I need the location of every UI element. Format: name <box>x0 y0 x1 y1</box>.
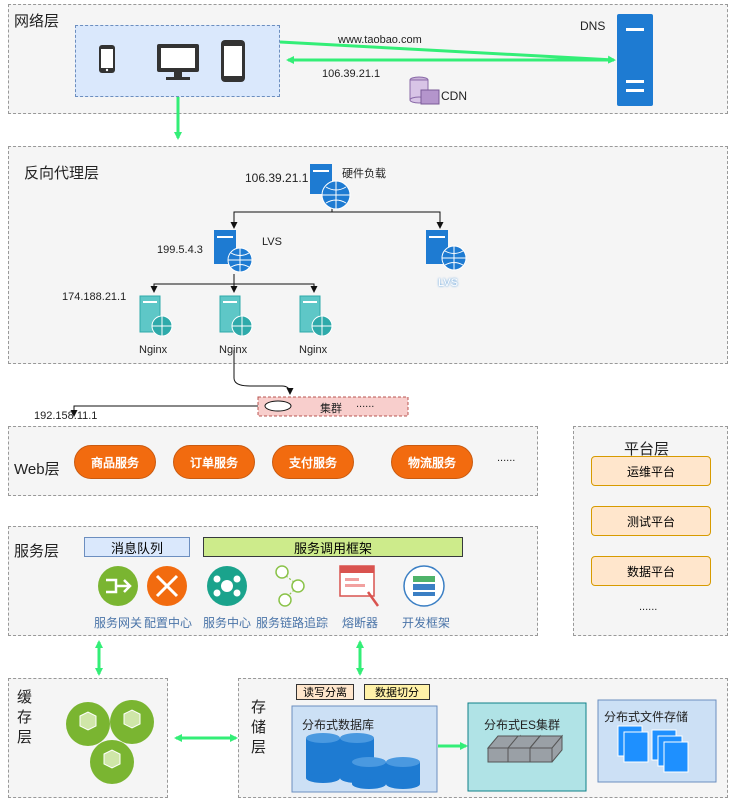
nginx-ip: 174.188.21.1 <box>62 291 127 303</box>
db-label: 分布式数据库 <box>302 718 375 732</box>
logistics-service-pill[interactable]: 物流服务 <box>391 445 473 479</box>
config-center-icon <box>147 566 187 606</box>
service-center-label: 服务中心 <box>203 616 252 630</box>
resolved-ip: 106.39.21.1 <box>322 68 381 80</box>
nginx-server-icon <box>299 295 333 337</box>
platform-more-dots: ...... <box>639 601 658 613</box>
cache-layer-title: 缓存层 <box>17 689 33 746</box>
gateway-label: 服务网关 <box>94 616 143 630</box>
lvs-to-nginx3-connector <box>234 283 318 293</box>
web-more-dots: ...... <box>497 452 516 464</box>
product-service-pill[interactable]: 商品服务 <box>74 445 156 479</box>
cdn-icon <box>409 76 440 105</box>
dns-request-arrow <box>279 40 616 64</box>
lvs-server-icon <box>214 230 253 273</box>
lvs-ip: 199.5.4.3 <box>157 244 203 256</box>
lvs-to-nginx-connector <box>150 274 235 293</box>
hw-ip: 106.39.21.1 <box>245 171 309 185</box>
proxy-layer-title: 反向代理层 <box>24 165 100 182</box>
ops-platform[interactable]: 运维平台 <box>591 456 711 486</box>
dns-server-icon <box>617 14 653 106</box>
storage-layer-title: 存储层 <box>251 699 267 756</box>
smartphone-icon <box>221 40 245 82</box>
phone-icon <box>99 45 115 73</box>
nginx-to-cluster-connector <box>233 350 294 395</box>
rw-split-tag: 读写分离 <box>296 684 354 700</box>
file-storage-icon <box>617 725 689 773</box>
test-platform[interactable]: 测试平台 <box>591 506 711 536</box>
cache-cubes-icon <box>66 700 154 784</box>
tracing-icon <box>275 565 305 607</box>
monitor-icon <box>157 44 199 80</box>
data-platform[interactable]: 数据平台 <box>591 556 711 586</box>
cluster-label: 集群 <box>320 403 342 415</box>
fs-label: 分布式文件存储 <box>604 710 689 724</box>
hw-to-lvs2-connector <box>332 211 444 229</box>
cluster-ellipse-icon <box>264 400 292 412</box>
message-queue-tag: 消息队列 <box>84 537 190 557</box>
platform-layer-title: 平台层 <box>624 441 670 458</box>
hw-to-lvs-connector <box>230 200 333 229</box>
circuit-breaker-icon <box>339 565 380 607</box>
nginx-server-icon <box>219 295 253 337</box>
payment-service-pill[interactable]: 支付服务 <box>272 445 354 479</box>
dev-framework-label: 开发框架 <box>402 616 451 630</box>
nginx-label: Nginx <box>139 344 168 356</box>
order-service-pill[interactable]: 订单服务 <box>173 445 255 479</box>
cdn-label: CDN <box>441 89 467 103</box>
web-layer-title: Web层 <box>14 461 60 478</box>
sharding-tag: 数据切分 <box>364 684 430 700</box>
cluster-dots: ...... <box>356 398 375 410</box>
es-label: 分布式ES集群 <box>484 718 561 732</box>
config-center-label: 配置中心 <box>144 616 193 630</box>
cluster-to-ip-connector <box>70 405 258 417</box>
hardware-lb-server-icon <box>310 164 351 210</box>
dns-label: DNS <box>580 19 606 33</box>
lvs-server-2-icon <box>426 230 467 271</box>
cluster-box <box>257 396 409 417</box>
service-center-icon <box>207 566 247 606</box>
circuit-breaker-label: 熔断器 <box>342 616 379 630</box>
proxy-layer <box>8 146 728 364</box>
tracing-label: 服务链路追踪 <box>256 616 329 630</box>
nginx-label: Nginx <box>299 344 328 356</box>
nginx-server-icon <box>139 295 173 337</box>
dev-framework-icon <box>403 565 445 607</box>
network-layer-title: 网络层 <box>14 13 60 30</box>
es-cluster-icon <box>486 734 564 763</box>
service-layer-title: 服务层 <box>14 543 60 560</box>
rpc-framework-tag: 服务调用框架 <box>203 537 463 557</box>
lvs-label: LVS <box>262 236 282 248</box>
lvs-label-2: LVS <box>438 277 458 289</box>
cluster-ip: 192.158.11.1 <box>34 410 98 422</box>
hw-label: 硬件负载 <box>342 168 386 180</box>
nginx-label: Nginx <box>219 344 248 356</box>
domain-url: www.taobao.com <box>338 34 422 46</box>
gateway-icon <box>98 566 138 606</box>
database-icon <box>306 733 420 789</box>
